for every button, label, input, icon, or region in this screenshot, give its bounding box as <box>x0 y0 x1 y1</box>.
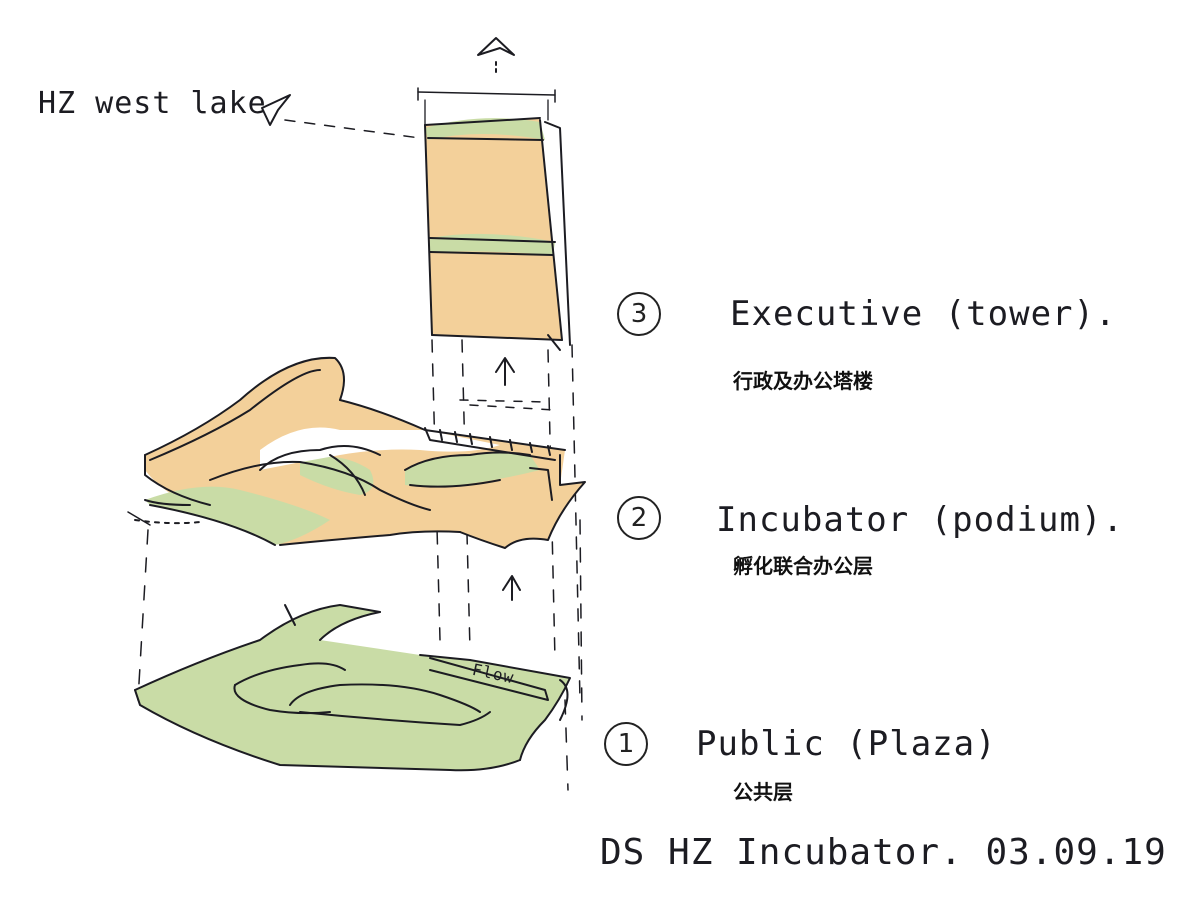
north-arrow-top-icon <box>477 37 515 56</box>
sketch-signature: DS HZ Incubator. 03.09.19 <box>600 832 1167 873</box>
west-lake-arrow-icon <box>261 94 291 126</box>
layer-1-number: 1 <box>604 722 648 766</box>
plaza-block <box>134 604 571 772</box>
layer-3-label: Executive (tower). <box>730 294 1117 334</box>
layer-2-label-cn: 孵化联合办公层 <box>733 554 873 578</box>
up-arrow-upper-icon <box>495 357 515 386</box>
tower-block <box>417 87 571 351</box>
layer-2-number: 2 <box>617 496 661 540</box>
layer-3-number: 3 <box>617 292 661 336</box>
layer-2-label: Incubator (podium). <box>716 500 1124 540</box>
up-arrow-lower-icon <box>502 575 521 601</box>
layer-1-label: Public (Plaza) <box>696 724 997 764</box>
podium-block <box>127 356 586 549</box>
layer-1-label-cn: 公共层 <box>733 780 793 804</box>
west-lake-label: HZ west lake <box>38 86 267 121</box>
layer-3-label-cn: 行政及办公塔楼 <box>733 369 873 393</box>
